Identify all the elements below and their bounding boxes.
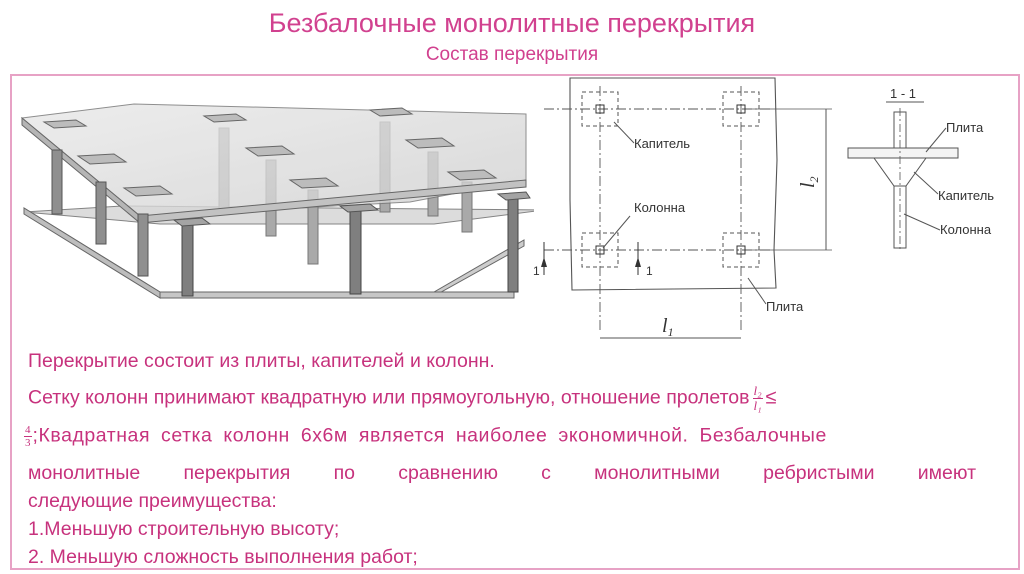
leader-section-slab	[925, 127, 947, 153]
capital-4	[76, 153, 128, 165]
leader-slab	[747, 277, 767, 305]
dim-l2-label: l2	[797, 176, 821, 188]
page-title: Безбалочные монолитные перекрытия	[268, 8, 756, 38]
capital-1	[42, 119, 88, 129]
page-subtitle: Состав перекрытия	[425, 44, 599, 65]
fraction-denominator: 3	[25, 437, 31, 449]
column-front-3	[137, 213, 149, 277]
section-capital-label: Капитель	[938, 188, 994, 203]
leader-section-capital	[913, 171, 939, 195]
capital-7	[122, 185, 174, 197]
capital-front-1	[172, 217, 212, 227]
section-slab	[847, 147, 959, 159]
capital-front-2	[338, 203, 380, 213]
capital-front-3	[496, 191, 531, 201]
capital-5	[244, 145, 296, 157]
plan-outline	[569, 77, 778, 291]
text-line-2-main: Сетку колонн принимают квадратную или пр…	[28, 386, 750, 409]
fraction-denominator: l₁	[753, 398, 762, 413]
text-line-5: следующие преимущества:	[28, 490, 277, 512]
bottom-slab-face-right	[159, 291, 515, 299]
capital-3	[368, 107, 414, 117]
section-slab-label: Плита	[946, 120, 984, 135]
fraction-numerator: l₂	[752, 383, 763, 399]
cut-arrow-left-icon	[541, 257, 547, 267]
leader-column	[602, 215, 631, 249]
section-title: 1 - 1	[890, 86, 916, 101]
text-line-4: монолитные перекрытия по сравнению с мон…	[28, 462, 976, 484]
plan-capital-bl	[581, 232, 619, 268]
content-frame	[10, 74, 1020, 570]
capital-8	[288, 177, 340, 189]
text-line-1: Перекрытие состоит из плиты, капителей и…	[28, 350, 495, 372]
dim-l1-label: l1	[662, 315, 674, 339]
text-line-2: Сетку колонн принимают квадратную или пр…	[28, 384, 777, 413]
cut-mark-left-label: 1	[533, 264, 540, 278]
column-front-1	[51, 149, 63, 215]
capital-2	[202, 113, 248, 123]
isometric-floor-illustration	[20, 103, 534, 299]
plan-capital-tl	[581, 91, 619, 127]
text-line-6: 1.Меньшую строительную высоту;	[28, 518, 340, 540]
cut-mark-right-label: 1	[646, 264, 653, 278]
column-front-6	[507, 195, 519, 293]
plan-column-label: Колонна	[634, 200, 686, 215]
plan-column-tr	[736, 104, 746, 114]
section-1-1-drawing: 1 - 1 Плита Капитель Колонна	[847, 86, 994, 252]
cut-arrow-right-icon	[635, 257, 641, 267]
section-column-label: Колонна	[940, 222, 992, 237]
leq-sign: ≤	[765, 386, 777, 409]
plan-slab-label: Плита	[766, 299, 804, 314]
column-front-4	[181, 221, 194, 297]
column-grid-plan: Капитель Колонна Плита l2 l1 1 1	[533, 77, 832, 339]
leader-section-column	[903, 213, 941, 231]
leader-capital	[613, 121, 635, 144]
capital-9	[446, 169, 498, 181]
capital-6	[404, 137, 456, 149]
column-front-2	[95, 181, 107, 245]
text-line-3-main: ;Квадратная сетка колонн 6х6м является н…	[32, 424, 827, 447]
text-line-7: 2. Меньшую сложность выполнения работ;	[28, 546, 418, 568]
plan-column-tl	[595, 104, 605, 114]
plan-capital-label: Капитель	[634, 136, 690, 151]
plan-column-br	[736, 245, 746, 255]
fraction-numerator: 4	[24, 424, 32, 437]
plan-column-bl	[595, 245, 605, 255]
column-front-5	[349, 207, 362, 295]
